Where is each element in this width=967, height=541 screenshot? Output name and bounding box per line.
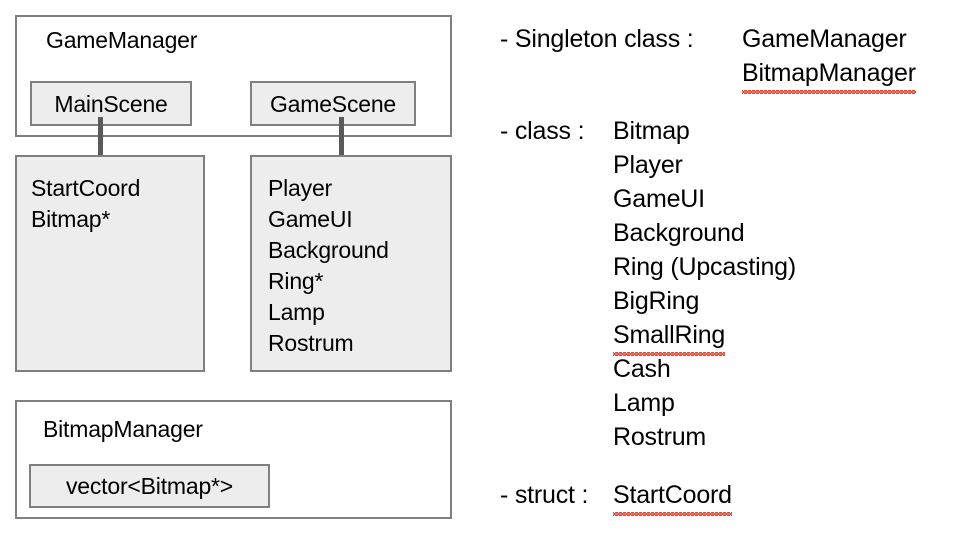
note-singleton-lead: - Singleton class : xyxy=(500,25,694,53)
bitmap-manager-member-box[interactable]: vector<Bitmap*> xyxy=(29,464,270,508)
note-class-value: Cash xyxy=(613,355,671,383)
main-scene-members-box: StartCoord Bitmap* xyxy=(15,155,205,372)
game-manager-title: GameManager xyxy=(46,27,198,53)
member-line: Background xyxy=(268,237,389,263)
member-line: Lamp xyxy=(268,299,325,325)
member-line: GameUI xyxy=(268,206,353,232)
note-class-row: Ring (Upcasting) xyxy=(500,250,960,284)
bitmap-manager-title-text: BitmapManager xyxy=(43,416,203,442)
note-class-value: Bitmap xyxy=(613,117,690,145)
note-class-value: Lamp xyxy=(613,389,675,417)
note-class-row: Lamp xyxy=(500,386,960,420)
note-struct-value: StartCoord xyxy=(613,478,732,516)
bitmap-manager-title: BitmapManager xyxy=(43,415,203,443)
main-scene-box[interactable]: MainScene xyxy=(30,81,192,126)
note-singleton-row: BitmapManager xyxy=(500,56,960,94)
note-class-row: - class : Bitmap xyxy=(500,114,960,148)
note-struct-lead: - struct : xyxy=(500,481,589,509)
notes-column: - Singleton class : GameManager BitmapMa… xyxy=(500,22,960,516)
game-scene-members-box: Player GameUI Background Ring* Lamp Rost… xyxy=(250,155,452,372)
note-class-row: Background xyxy=(500,216,960,250)
note-class-value: Player xyxy=(613,151,683,179)
note-class-value: Ring (Upcasting) xyxy=(613,253,796,281)
note-singleton-row: - Singleton class : GameManager xyxy=(500,22,960,56)
note-class-value: Rostrum xyxy=(613,423,707,451)
note-struct-row: - struct : StartCoord xyxy=(500,478,960,516)
note-singleton-value: GameManager xyxy=(742,25,907,53)
game-scene-label: GameScene xyxy=(269,90,397,117)
member-line: Rostrum xyxy=(268,330,354,356)
connector-game-scene xyxy=(339,117,344,167)
bitmap-manager-member-label: vector<Bitmap*> xyxy=(65,473,234,499)
main-scene-label: MainScene xyxy=(54,90,168,117)
connector-main-scene xyxy=(98,117,103,167)
member-line: Player xyxy=(268,175,332,201)
note-class-row: Cash xyxy=(500,352,960,386)
main-scene-members-list: StartCoord Bitmap* xyxy=(31,173,140,235)
member-line: Bitmap* xyxy=(31,206,111,232)
note-class-row: Player xyxy=(500,148,960,182)
note-spacer xyxy=(500,454,960,478)
note-class-row: SmallRing xyxy=(500,318,960,356)
note-class-value: BigRing xyxy=(613,287,700,315)
game-scene-box[interactable]: GameScene xyxy=(250,81,416,126)
note-class-value: SmallRing xyxy=(613,318,725,356)
note-class-value: GameUI xyxy=(613,185,705,213)
note-singleton-value: BitmapManager xyxy=(742,56,916,94)
note-class-row: GameUI xyxy=(500,182,960,216)
note-class-row: BigRing xyxy=(500,284,960,318)
note-class-value: Background xyxy=(613,219,745,247)
game-scene-members-list: Player GameUI Background Ring* Lamp Rost… xyxy=(268,173,389,359)
member-line: Ring* xyxy=(268,268,324,294)
note-class-row: Rostrum xyxy=(500,420,960,454)
note-class-lead: - class : xyxy=(500,117,585,145)
member-line: StartCoord xyxy=(31,175,141,201)
